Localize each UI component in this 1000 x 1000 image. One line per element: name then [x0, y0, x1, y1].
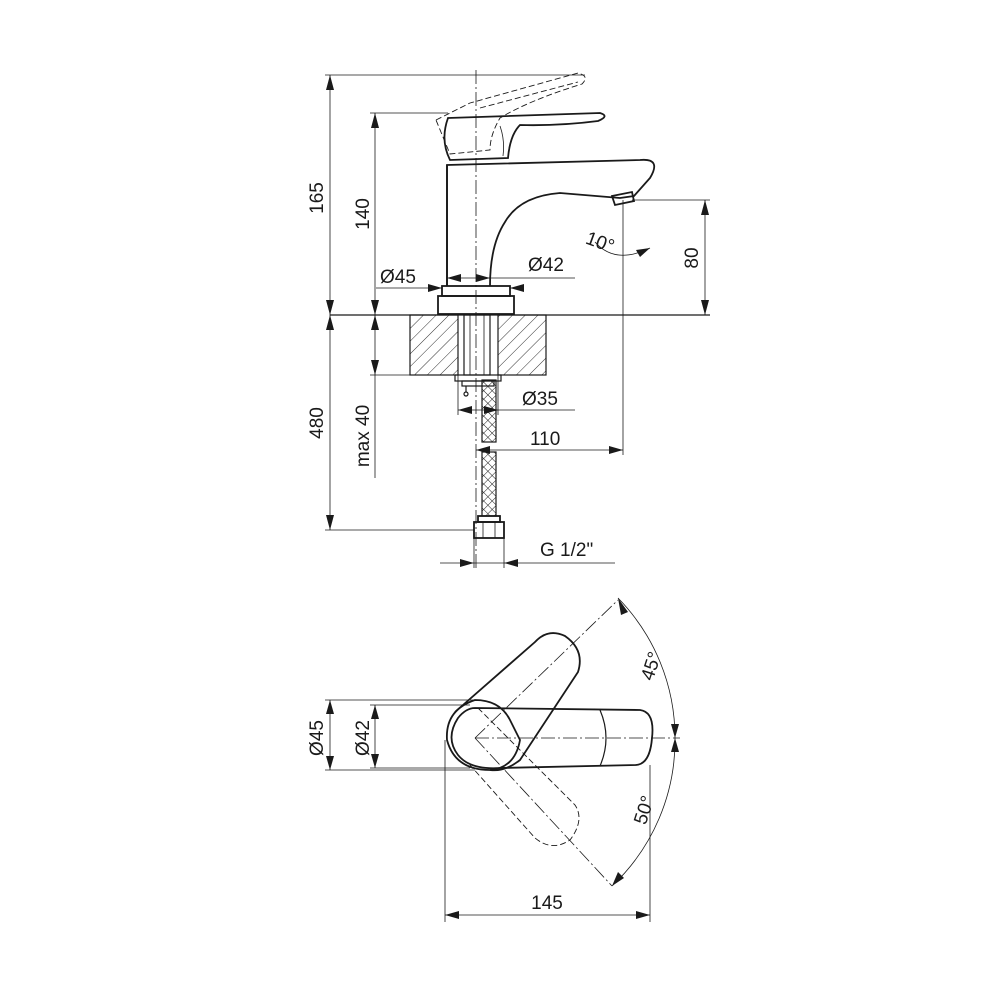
dim-body-height: 140 — [353, 112, 448, 315]
side-view: 165 140 80 10° — [307, 70, 710, 570]
dim-110-label: 110 — [530, 429, 560, 450]
deck-section — [330, 314, 710, 397]
dim-max40-label: max 40 — [353, 405, 374, 467]
dim-top-d45-label: Ø45 — [307, 720, 328, 756]
dim-top-d42: Ø42 — [353, 704, 470, 769]
dim-hose-length: 480 — [307, 315, 474, 531]
dim-thread: G 1/2" — [440, 538, 615, 568]
dim-d42-label: Ø42 — [528, 255, 564, 276]
dim-top-d42-label: Ø42 — [353, 720, 374, 756]
dim-top-145-label: 145 — [531, 893, 563, 914]
dim-thread-label: G 1/2" — [540, 540, 593, 561]
braided-hose — [473, 379, 505, 539]
dim-d45-label: Ø45 — [380, 267, 416, 288]
dim-projection: 110 — [476, 262, 624, 455]
faucet-body — [435, 70, 656, 570]
dim-top-length: 145 — [444, 740, 651, 922]
dim-hole-diameter: Ø35 — [457, 375, 575, 415]
dim-top-50deg-label: 50° — [630, 793, 659, 827]
dim-diameters: Ø45 Ø42 — [376, 255, 575, 292]
dim-165-label: 165 — [307, 182, 328, 214]
dim-max-deck: max 40 — [353, 315, 410, 478]
top-view: Ø45 Ø42 45° 50° 145 — [307, 597, 680, 922]
dim-480-label: 480 — [307, 407, 328, 439]
dim-top-45deg-label: 45° — [637, 649, 666, 683]
dim-spout-angle: 10° — [583, 200, 651, 262]
dim-total-height: 165 — [307, 74, 585, 315]
dim-80-label: 80 — [682, 247, 703, 268]
dim-d35-label: Ø35 — [522, 389, 558, 410]
dim-140-label: 140 — [353, 198, 374, 230]
dim-top-d45: Ø45 — [307, 699, 475, 771]
dim-spout-height: 80 — [632, 199, 710, 315]
